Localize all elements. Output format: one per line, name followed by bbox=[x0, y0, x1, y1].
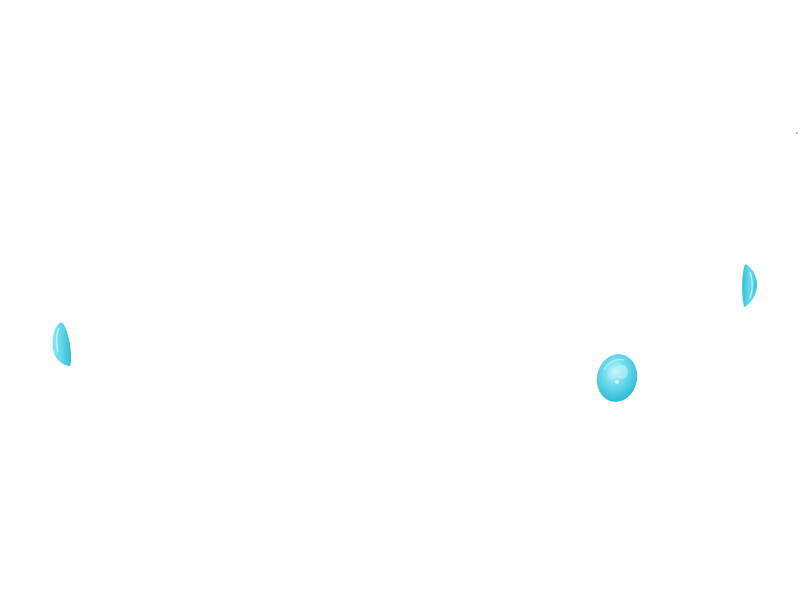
gem-center-facet bbox=[603, 358, 625, 371]
cyan-gem-sliver-icon bbox=[742, 264, 757, 307]
speck bbox=[796, 132, 798, 134]
cyan-gem-round-icon bbox=[596, 354, 638, 402]
gem-left bbox=[52, 322, 71, 366]
cyan-gem-sliver-icon bbox=[52, 322, 71, 366]
gem-left-highlight bbox=[55, 327, 60, 353]
gem-center-shine bbox=[616, 365, 628, 379]
gem-right-highlight bbox=[749, 271, 753, 299]
gem-right bbox=[742, 264, 757, 307]
gem-center bbox=[596, 354, 638, 402]
gem-center-sparkle bbox=[615, 380, 619, 384]
